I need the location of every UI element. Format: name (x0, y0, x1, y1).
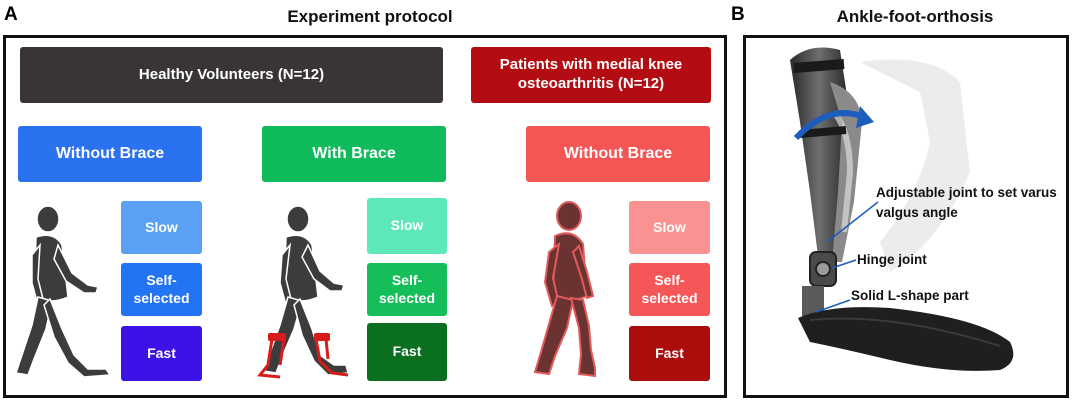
panel-a-letter: A (4, 4, 18, 25)
speed-self-selected: Self-selected (121, 263, 202, 316)
speed-label: Self-selected (133, 272, 190, 306)
group-patients: Patients with medial knee osteoarthritis… (471, 47, 711, 103)
speed-fast: Fast (367, 323, 447, 381)
speed-slow: Slow (367, 198, 447, 254)
walking-person-brace-icon (257, 205, 349, 379)
walking-patient-icon (533, 201, 596, 378)
speed-label: Slow (145, 218, 178, 235)
condition-label: Without Brace (563, 145, 673, 162)
speed-label: Fast (392, 343, 422, 360)
condition-without-brace-healthy: Without Brace (18, 126, 202, 182)
walking-person-icon (15, 205, 112, 378)
speed-fast: Fast (121, 326, 202, 381)
speed-label: Slow (653, 218, 686, 235)
annotation-hinge-joint: Hinge joint (857, 252, 927, 267)
condition-without-brace-patients: Without Brace (526, 126, 710, 182)
group-healthy-label: Healthy Volunteers (N=12) (138, 65, 325, 83)
condition-label: Without Brace (55, 145, 165, 162)
condition-label: With Brace (312, 145, 396, 162)
panel-a-title: Experiment protocol (287, 7, 453, 26)
speed-slow: Slow (629, 201, 710, 254)
speed-label: Fast (147, 344, 176, 361)
panel-b-letter: B (731, 4, 745, 25)
speed-label: Self-selected (641, 272, 698, 306)
group-healthy-volunteers: Healthy Volunteers (N=12) (20, 47, 443, 103)
speed-self-selected: Self-selected (367, 263, 447, 316)
panel-b-title: Ankle-foot-orthosis (836, 7, 994, 26)
ankle-foot-orthosis-image (790, 47, 1014, 371)
speed-label: Self-selected (378, 272, 436, 306)
annotation-solid-l-shape: Solid L-shape part (851, 288, 969, 303)
speed-self-selected: Self-selected (629, 263, 710, 316)
speed-fast: Fast (629, 326, 710, 381)
panel-a-frame (3, 35, 727, 398)
group-patients-label: Patients with medial knee osteoarthritis… (499, 56, 683, 92)
speed-label: Fast (655, 344, 684, 361)
speed-slow: Slow (121, 201, 202, 254)
speed-label: Slow (390, 217, 424, 234)
condition-with-brace: With Brace (262, 126, 446, 182)
panel-b-frame (743, 35, 1069, 398)
annotation-adjustable-joint: Adjustable joint to set varus valgus ang… (876, 185, 1057, 221)
